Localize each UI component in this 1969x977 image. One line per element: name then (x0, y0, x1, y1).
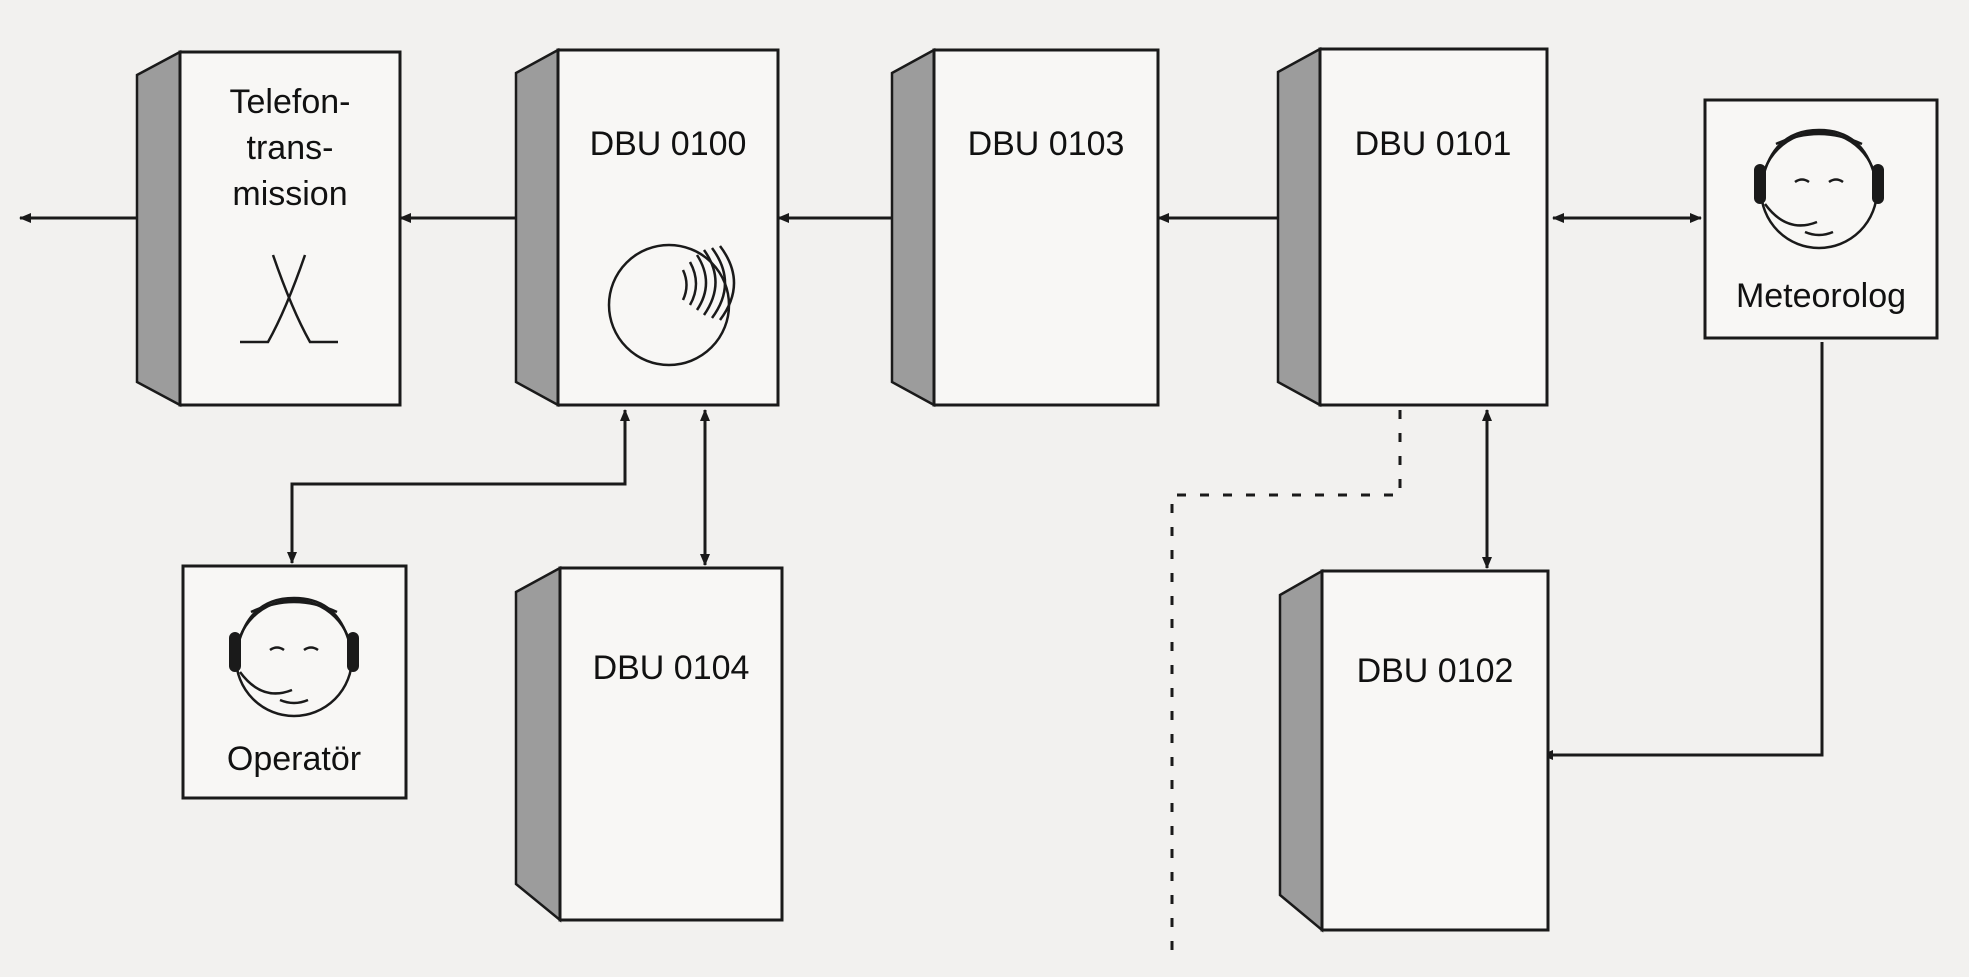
unit-front (1318, 47, 1549, 407)
unit-side-panel (514, 47, 560, 408)
telefon-transmission-unit: Telefon- trans- mission (135, 49, 402, 408)
unit-front (1320, 569, 1550, 932)
hybrid-cross-icon (240, 254, 338, 344)
dbu-0104-unit: DBU 0104 (514, 565, 784, 923)
operator-box: Operatör (181, 564, 408, 800)
unit-front (556, 48, 780, 407)
dbu-0100-unit: DBU 0100 (514, 47, 780, 408)
unit-side-panel (890, 47, 936, 408)
unit-front (558, 566, 784, 922)
dbu-0104-label: DBU 0104 (593, 649, 750, 687)
unit-side-panel (1276, 46, 1322, 408)
dbu-0100-label: DBU 0100 (590, 125, 747, 163)
telefon-label-line-1: Telefon- (230, 83, 351, 121)
meteorolog-frame (1703, 98, 1939, 340)
dbu-0102-unit: DBU 0102 (1278, 568, 1550, 933)
arrow-meteorolog-to-dbu-0102 (1541, 342, 1824, 760)
arrow-dbu-0100-operator (287, 409, 630, 564)
unit-side-panel (514, 565, 562, 923)
dbu-0103-label: DBU 0103 (968, 125, 1125, 163)
operator-headset-icon (1754, 128, 1884, 250)
dbu-0102-label: DBU 0102 (1357, 652, 1514, 690)
dbu-0101-label: DBU 0101 (1355, 125, 1512, 163)
unit-side-panel (135, 49, 182, 408)
dbu-0103-unit: DBU 0103 (890, 47, 1160, 408)
operator-label: Operatör (227, 740, 361, 778)
dbu-0101-unit: DBU 0101 (1276, 46, 1549, 408)
connections (19, 213, 1824, 950)
unit-front (932, 48, 1160, 407)
telefon-label-line-2: trans- (247, 129, 334, 167)
telefon-label-line-3: mission (232, 175, 347, 213)
unit-side-panel (1278, 568, 1324, 933)
operator-frame (181, 564, 408, 800)
disk-drive-icon (607, 243, 736, 367)
operator-headset-icon (229, 596, 359, 718)
meteorolog-box: Meteorolog (1703, 98, 1939, 340)
unit-front (178, 50, 402, 407)
meteorolog-label: Meteorolog (1736, 277, 1906, 315)
